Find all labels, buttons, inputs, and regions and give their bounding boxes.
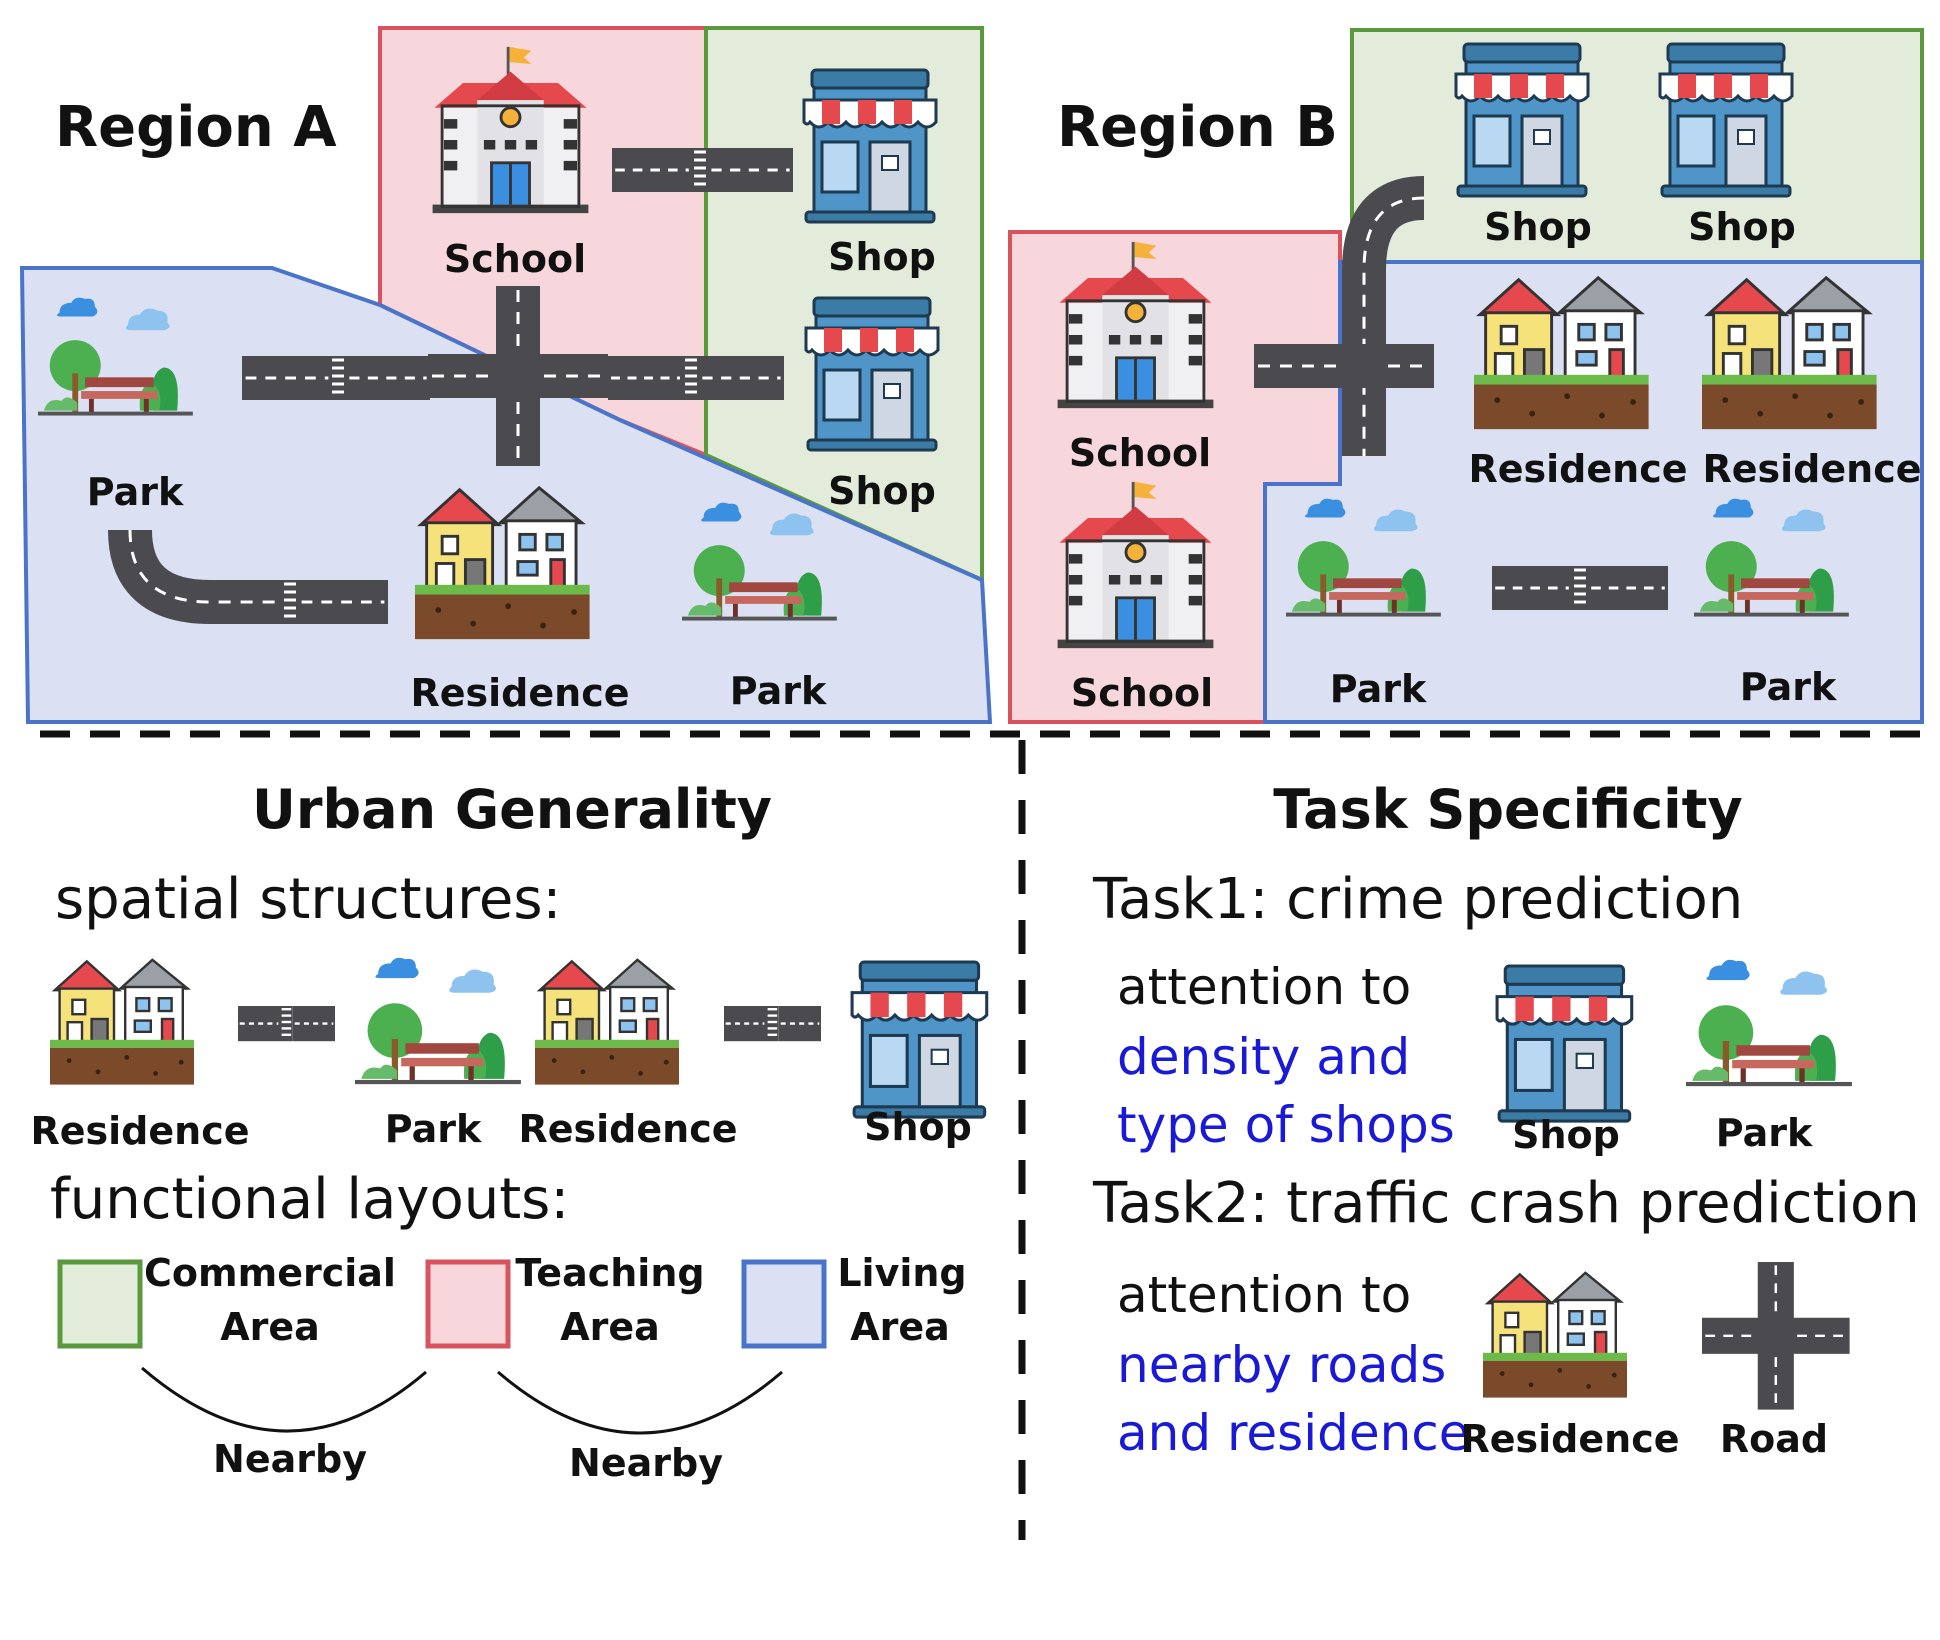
task-specificity-title: Task Specificity (1273, 778, 1742, 841)
residence-icon (48, 958, 196, 1086)
task1-heading: Task1: crime prediction (1092, 867, 1743, 932)
region-a-residence-label: Residence (410, 671, 629, 715)
task2-heading: Task2: traffic crash prediction (1092, 1171, 1920, 1236)
park-icon (1686, 959, 1852, 1087)
road-icon (777, 1004, 823, 1043)
curved-road-icon (1342, 176, 1426, 456)
road-icon (240, 354, 334, 402)
shop-icon (802, 68, 938, 224)
shop-icon (1658, 42, 1794, 198)
commercial-area-label-2: Area (220, 1305, 320, 1349)
task1-focus-line2: type of shops (1117, 1096, 1455, 1154)
task2-focus-line1: nearby roads (1117, 1336, 1446, 1394)
shop-icon (804, 296, 940, 452)
task-specificity-panel: Task Specificity Task1: crime prediction… (1092, 778, 1920, 1462)
region-a-park-right-label: Park (730, 669, 827, 713)
crosswalk-icon (1570, 564, 1590, 612)
teaching-area-swatch (425, 1259, 511, 1349)
road-icon (697, 354, 786, 402)
region-b-school-top-label: School (1069, 431, 1211, 475)
nearby-arc (497, 1370, 783, 1435)
shop-icon (1454, 42, 1590, 198)
commercial-area-label-1: Commercial (144, 1251, 396, 1295)
road-icon (296, 578, 390, 626)
spatial-label: Residence (518, 1107, 737, 1151)
teaching-area-label-2: Area (560, 1305, 660, 1349)
shop-icon (850, 960, 989, 1119)
region-b-school-bottom-label: School (1071, 671, 1213, 715)
task2-focus-line2: and residence (1117, 1404, 1470, 1462)
crosswalk-icon (690, 146, 710, 194)
region-b-park-left-label: Park (1330, 667, 1427, 711)
residence-icon (533, 958, 681, 1086)
road-icon (1586, 564, 1670, 612)
region-a-shop-top-label: Shop (828, 235, 936, 279)
crosswalk-icon (278, 1004, 294, 1043)
living-area-label-2: Area (850, 1305, 950, 1349)
spatial-label: Park (385, 1107, 482, 1151)
teaching-area-label-1: Teaching (515, 1251, 704, 1295)
functional-layouts-heading: functional layouts: (50, 1167, 569, 1232)
curved-road-icon (108, 529, 282, 624)
commercial-area-swatch (57, 1259, 143, 1349)
task2-road-label: Road (1720, 1417, 1828, 1461)
park-icon (355, 957, 521, 1085)
urban-generality-panel: Urban Generality spatial structures: Res… (30, 778, 989, 1485)
shop-icon (1495, 964, 1634, 1123)
region-a-school-label: School (444, 237, 586, 281)
living-area-swatch (741, 1259, 827, 1349)
nearby-label: Nearby (213, 1437, 367, 1481)
task2-residence-label: Residence (1460, 1417, 1679, 1461)
task1-park-label: Park (1716, 1111, 1813, 1155)
nearby-label: Nearby (569, 1441, 723, 1485)
road-icon (291, 1004, 337, 1043)
region-b-residence-1-label: Residence (1468, 447, 1687, 491)
urban-generality-title: Urban Generality (252, 778, 772, 841)
crosswalk-icon (280, 578, 300, 626)
region-b-residence-2-label: Residence (1702, 447, 1921, 491)
road-icon (706, 146, 795, 194)
task1-shop-label: Shop (1512, 1113, 1620, 1157)
spatial-structures-heading: spatial structures: (55, 867, 561, 932)
residence-icon (1481, 1271, 1629, 1399)
task1-attention: attention to (1117, 958, 1411, 1016)
region-b: Region B Shop Shop School School Residen… (1008, 28, 1924, 724)
road-icon (1490, 564, 1574, 612)
commercial-area-b (1350, 28, 1924, 264)
crosswalk-icon (764, 1004, 780, 1043)
road-icon (610, 146, 694, 194)
region-a-park-left-label: Park (87, 470, 184, 514)
spatial-label: Residence (30, 1109, 249, 1153)
region-a-shop-mid-label: Shop (828, 469, 936, 513)
living-area-label-1: Living (837, 1251, 966, 1295)
region-b-shop-1-label: Shop (1484, 205, 1592, 249)
task1-focus-line1: density and (1117, 1028, 1410, 1086)
road-icon (236, 1004, 282, 1043)
road-icon (722, 1004, 768, 1043)
crosswalk-icon (328, 354, 348, 402)
region-b-title: Region B (1057, 95, 1338, 160)
spatial-label: Shop (864, 1105, 972, 1149)
road-icon (606, 354, 685, 402)
intersection-icon (1700, 1260, 1851, 1411)
region-a: Region A School Shop Shop Park Residence… (19, 26, 993, 724)
region-a-title: Region A (55, 95, 337, 160)
region-b-shop-2-label: Shop (1688, 205, 1796, 249)
crosswalk-icon (681, 354, 701, 402)
road-icon (344, 354, 432, 402)
nearby-arc (141, 1366, 427, 1433)
task2-attention: attention to (1117, 1266, 1411, 1324)
region-b-park-right-label: Park (1740, 665, 1837, 709)
